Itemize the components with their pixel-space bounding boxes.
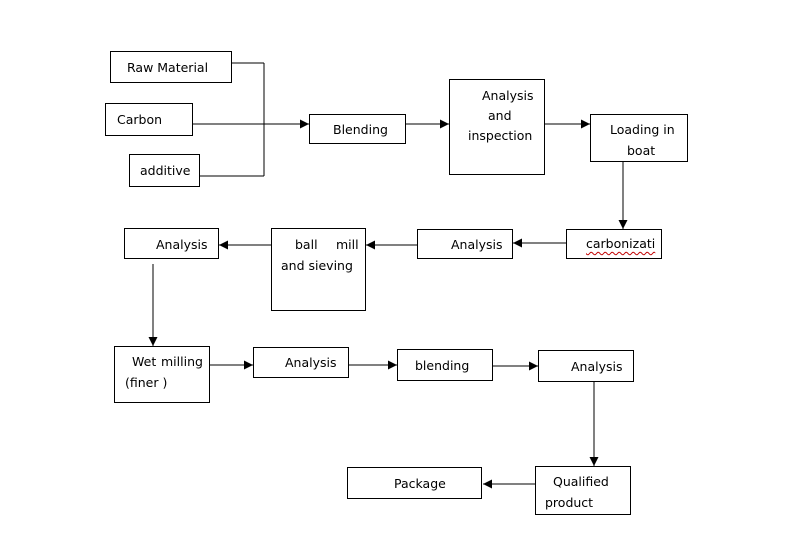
node-carbonization: carbonizati (566, 229, 662, 259)
node-analysis-2: Analysis (417, 229, 513, 259)
node-blending-2: blending (397, 349, 493, 381)
node-analysis-4: Analysis (253, 347, 349, 378)
node-carbonization-label: carbonizati (586, 236, 656, 251)
node-loading-boat-line2: boat (627, 143, 656, 158)
node-ball-mill-line1a: ball (295, 237, 318, 252)
node-additive: additive (129, 154, 200, 187)
node-raw-material-label: Raw Material (127, 60, 209, 75)
node-analysis-2-label: Analysis (451, 237, 503, 252)
node-package-label: Package (394, 476, 446, 491)
node-analysis-4-label: Analysis (285, 355, 337, 370)
node-qualified-product-line2: product (545, 495, 594, 510)
node-ball-mill-line1b: mill (336, 237, 359, 252)
node-wet-milling-line2: (finer ) (125, 375, 168, 390)
node-wet-milling-line1b: milling (161, 354, 203, 369)
node-analysis-3: Analysis (124, 228, 219, 259)
node-analysis-5-label: Analysis (571, 359, 623, 374)
node-qualified-product: Qualified product (535, 466, 631, 515)
node-additive-label: additive (140, 163, 191, 178)
node-analysis-5: Analysis (538, 350, 634, 382)
node-wet-milling-line1a: Wet (132, 354, 157, 369)
node-loading-boat: Loading in boat (590, 114, 688, 162)
node-analysis-inspection-line3: inspection (468, 128, 533, 143)
node-package: Package (347, 467, 482, 499)
node-raw-material: Raw Material (110, 51, 232, 83)
node-blending: Blending (309, 114, 406, 144)
node-analysis-inspection-line1: Analysis (482, 88, 534, 103)
node-blending-label: Blending (333, 122, 388, 137)
node-ball-mill-line2: and sieving (281, 258, 353, 273)
node-analysis-inspection-line2: and (488, 108, 512, 123)
node-carbon: Carbon (105, 103, 193, 136)
node-analysis-3-label: Analysis (156, 237, 208, 252)
node-qualified-product-line1: Qualified (553, 474, 609, 489)
node-analysis-inspection: Analysis and inspection (449, 79, 545, 175)
node-ball-mill-sieving: ball mill and sieving (271, 228, 366, 311)
node-wet-milling: Wet milling (finer ) (114, 346, 210, 403)
node-blending-2-label: blending (415, 358, 470, 373)
node-loading-boat-line1: Loading in (610, 122, 675, 137)
node-carbon-label: Carbon (117, 112, 163, 127)
